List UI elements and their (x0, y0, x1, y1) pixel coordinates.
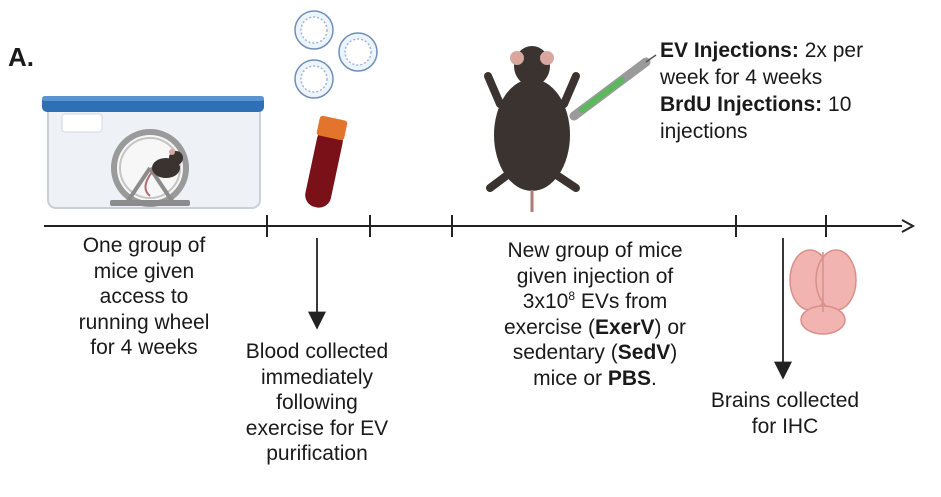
caption-line: mice or PBS. (533, 366, 657, 390)
caption-line: access to (99, 285, 189, 308)
mouse-in-wheel-icon (144, 149, 183, 197)
blood-tube-icon (305, 115, 348, 208)
caption-line: Blood collected (245, 340, 389, 363)
timeline-axis (44, 215, 916, 237)
vesicle-icon (338, 32, 378, 72)
caption-line: given injection of (516, 264, 674, 288)
ev-injections-line: week for 4 weeks (660, 66, 823, 89)
caption-line: One group of (82, 234, 206, 257)
mouse-icon (484, 46, 580, 212)
brains-caption: Brains collected for IHC (690, 388, 880, 439)
vesicle-icon (294, 59, 334, 99)
pbs-label: PBS (607, 366, 652, 390)
caption-line: running wheel (78, 310, 210, 334)
blood-caption: Blood collected immediately following ex… (222, 339, 412, 467)
caption-line: sedentary (SedV) (512, 341, 678, 364)
caption-line: immediately (260, 365, 374, 389)
caption-line: purification (266, 442, 368, 465)
caption-line: for IHC (751, 414, 819, 438)
ev-injections-line: EV Injections: 2x per (660, 39, 864, 62)
caption-line: mice given (93, 259, 195, 283)
caption-line: Brains collected (710, 389, 860, 412)
sedv-label: SedV (617, 341, 671, 364)
caption-line: exercise for EV (245, 416, 389, 440)
caption-line: 3x108 EVs from (522, 289, 668, 313)
wheel-caption: One group of mice given access to runnin… (56, 233, 232, 361)
syringe-icon (569, 54, 657, 121)
brain-icon (789, 249, 857, 335)
timeline-arrowhead (901, 219, 916, 233)
brdu-injections-line: BrdU Injections: 10 (660, 93, 852, 116)
injection-caption: New group of mice given injection of 3x1… (484, 238, 706, 391)
vesicle-icon (294, 10, 334, 50)
brdu-injections-line: injections (660, 120, 748, 143)
cage-icon (42, 96, 264, 209)
caption-line: New group of mice (507, 239, 683, 262)
caption-line: for 4 weeks (90, 336, 198, 359)
panel-label: A. (8, 42, 34, 72)
injection-notes: EV Injections: 2x per week for 4 weeks B… (660, 37, 930, 145)
exerv-label: ExerV (594, 315, 655, 339)
extracellular-vesicle-icons (294, 10, 378, 99)
running-wheel-icon (110, 129, 190, 207)
caption-line: exercise (ExerV) or (503, 315, 687, 339)
caption-line: following (276, 391, 358, 414)
